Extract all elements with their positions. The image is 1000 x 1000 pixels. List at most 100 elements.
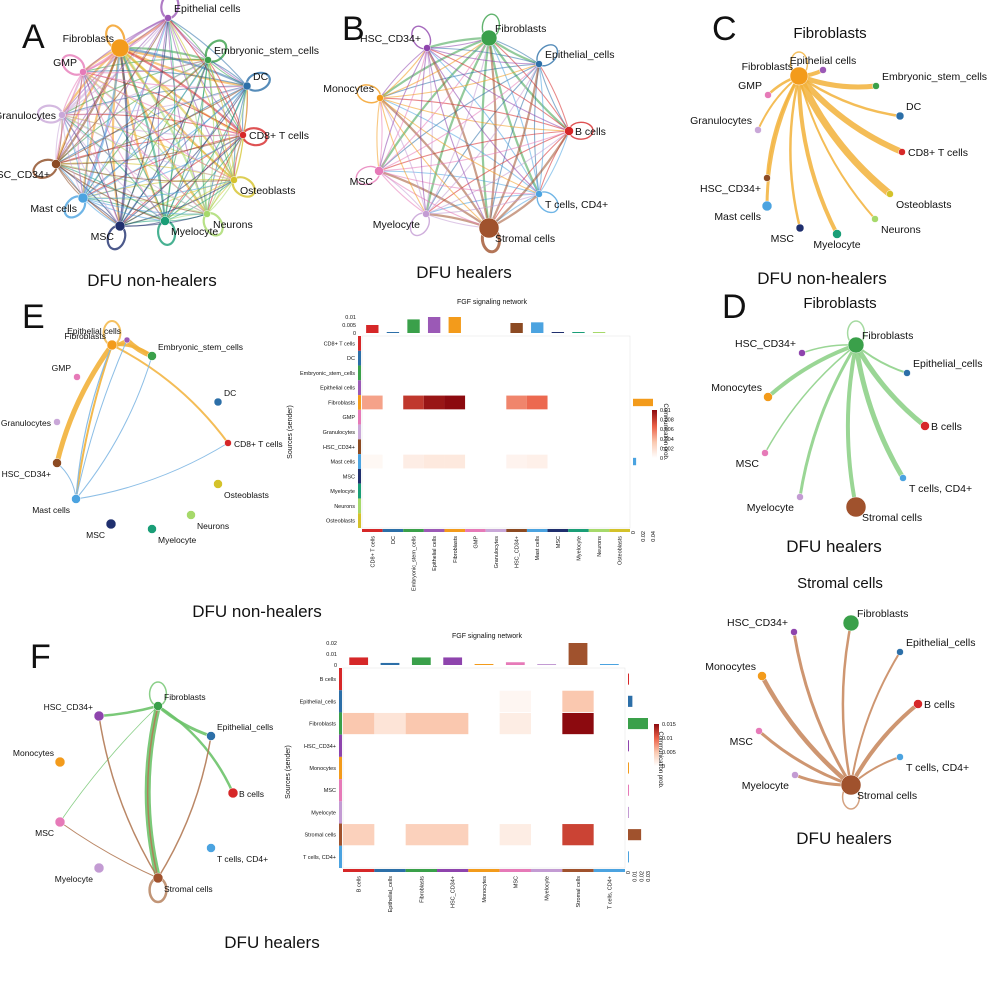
hm-f-row-label: Monocytes bbox=[309, 766, 336, 772]
hm-e-top-bar bbox=[572, 332, 585, 333]
d2-node-msc bbox=[755, 727, 763, 735]
hm-f-row-label: T cells, CD4+ bbox=[303, 855, 336, 861]
hm-e-row-color bbox=[358, 424, 361, 440]
a-label-fibroblasts: Fibroblasts bbox=[63, 33, 114, 45]
hm-f-cell bbox=[499, 824, 531, 846]
c-label-cd8-t-cells: CD8+ T cells bbox=[908, 147, 968, 159]
panel-letter-b: B bbox=[342, 10, 365, 48]
f-label-myelocyte: Myelocyte bbox=[55, 874, 94, 884]
b-edge bbox=[379, 47, 428, 99]
hm-f-top-bar bbox=[568, 643, 588, 665]
d2-node-hsc-cd34 bbox=[790, 628, 798, 636]
b-edge bbox=[425, 193, 540, 215]
d2-label-myelocyte: Myelocyte bbox=[742, 780, 789, 792]
a-edge bbox=[164, 85, 248, 222]
hm-e-col-color bbox=[568, 529, 589, 532]
heatmap-panel-f: FGF signaling network Sources (sender) C… bbox=[285, 633, 676, 912]
hm-e-col-color bbox=[423, 529, 445, 532]
hm-e-row-label: CD8+ T cells bbox=[324, 341, 356, 347]
a-node-neurons bbox=[203, 210, 211, 218]
hm-e-top-tick: 0.005 bbox=[342, 323, 356, 329]
hm-f-row-label: B cells bbox=[320, 677, 336, 683]
a-label-dc: DC bbox=[253, 71, 269, 83]
hm-e-legend-tick: 0.006 bbox=[660, 427, 674, 433]
d-node-monocytes bbox=[763, 392, 773, 402]
hm-f-top-bar bbox=[505, 662, 525, 665]
b-edge bbox=[378, 130, 570, 172]
b-edge bbox=[426, 47, 570, 132]
hm-f-right-bar bbox=[628, 784, 629, 796]
a-edge bbox=[82, 71, 248, 88]
hm-e-top-bar bbox=[427, 317, 441, 333]
b-edge bbox=[426, 47, 490, 229]
hm-f-legend-tick: 0.005 bbox=[662, 750, 676, 756]
b-edge bbox=[379, 37, 490, 99]
b-edge bbox=[426, 47, 540, 195]
b-edge bbox=[379, 97, 427, 215]
e-node-fibroblasts bbox=[106, 339, 118, 351]
c-node-msc bbox=[795, 223, 805, 233]
hm-e-col-label: DC bbox=[391, 536, 397, 544]
hm-e-cell bbox=[403, 454, 424, 469]
hm-f-top-tick: 0.02 bbox=[326, 641, 337, 647]
e-label-neurons: Neurons bbox=[197, 521, 229, 531]
hm-f-col-label: T cells, CD4+ bbox=[607, 876, 613, 909]
e-node-embryonic-stem-cells bbox=[147, 351, 157, 361]
hm-e-row-label: HSC_CD34+ bbox=[323, 445, 355, 451]
a-edge bbox=[82, 85, 248, 199]
hm-e-col-color bbox=[444, 529, 466, 532]
hm-e-row-label: Granulocytes bbox=[323, 430, 356, 436]
hm-f-right-tick: 0 bbox=[626, 871, 632, 874]
hm-e-col-color bbox=[547, 529, 569, 532]
d-edge-myelocyte bbox=[798, 344, 858, 498]
f-edge bbox=[157, 735, 212, 879]
hm-e-row-label: Myelocyte bbox=[330, 489, 355, 495]
hm-e-legend-tick: 0 bbox=[660, 456, 663, 462]
d-label-fibroblasts: Fibroblasts bbox=[862, 330, 913, 342]
f-node-fibroblasts bbox=[153, 701, 163, 711]
a-edge bbox=[119, 179, 235, 227]
f-label-fibroblasts: Fibroblasts bbox=[164, 692, 206, 702]
a-edge bbox=[207, 59, 244, 136]
hm-f-right-tick: 0.03 bbox=[646, 871, 652, 882]
hm-e-col-color bbox=[362, 529, 383, 532]
a-edge bbox=[82, 71, 208, 215]
b-edge bbox=[379, 97, 570, 132]
panel-d2-caption: DFU healers bbox=[796, 829, 891, 848]
d2-node-epithelial-cells bbox=[896, 648, 904, 656]
a-edge bbox=[61, 114, 166, 222]
hm-f-right-bar bbox=[628, 762, 629, 774]
f-label-b-cells: B cells bbox=[239, 789, 264, 799]
hm-e-col-label: Myelocyte bbox=[576, 536, 582, 561]
hm-e-top-bar bbox=[510, 323, 523, 333]
d2-label-fibroblasts: Fibroblasts bbox=[857, 608, 908, 620]
a-edge bbox=[61, 114, 121, 227]
f-node-stromal-cells bbox=[152, 872, 164, 884]
d2-node-b-cells bbox=[913, 699, 923, 709]
hm-f-right-bar bbox=[628, 718, 648, 730]
e-label-gmp: GMP bbox=[52, 363, 72, 373]
hm-e-right-bar bbox=[633, 398, 653, 407]
hm-e-cell bbox=[362, 454, 383, 469]
hm-e-top-bar bbox=[386, 332, 400, 333]
panel-e-caption: DFU non-healers bbox=[192, 602, 321, 621]
b-edge bbox=[426, 47, 540, 195]
f-edge bbox=[59, 705, 159, 823]
b-edge bbox=[425, 47, 433, 215]
hm-f-top-bar bbox=[443, 657, 463, 665]
hm-f-right-bar bbox=[628, 851, 629, 863]
b-label-b-cells: B cells bbox=[575, 126, 606, 138]
heatmap-f-legend-title: Communication prob. bbox=[657, 731, 663, 788]
c-node-osteoblasts bbox=[886, 190, 894, 198]
b-node-myelocyte bbox=[422, 210, 430, 218]
b-edge bbox=[378, 47, 428, 172]
hm-f-row-color bbox=[339, 845, 342, 868]
d2-label-msc: MSC bbox=[730, 736, 754, 748]
a-edge bbox=[82, 85, 248, 199]
b-edge bbox=[376, 97, 381, 172]
panel-letter-d: D bbox=[722, 288, 747, 326]
a-node-gmp bbox=[79, 68, 87, 76]
a-label-osteoblasts: Osteoblasts bbox=[240, 185, 295, 197]
b-edge bbox=[378, 169, 490, 229]
